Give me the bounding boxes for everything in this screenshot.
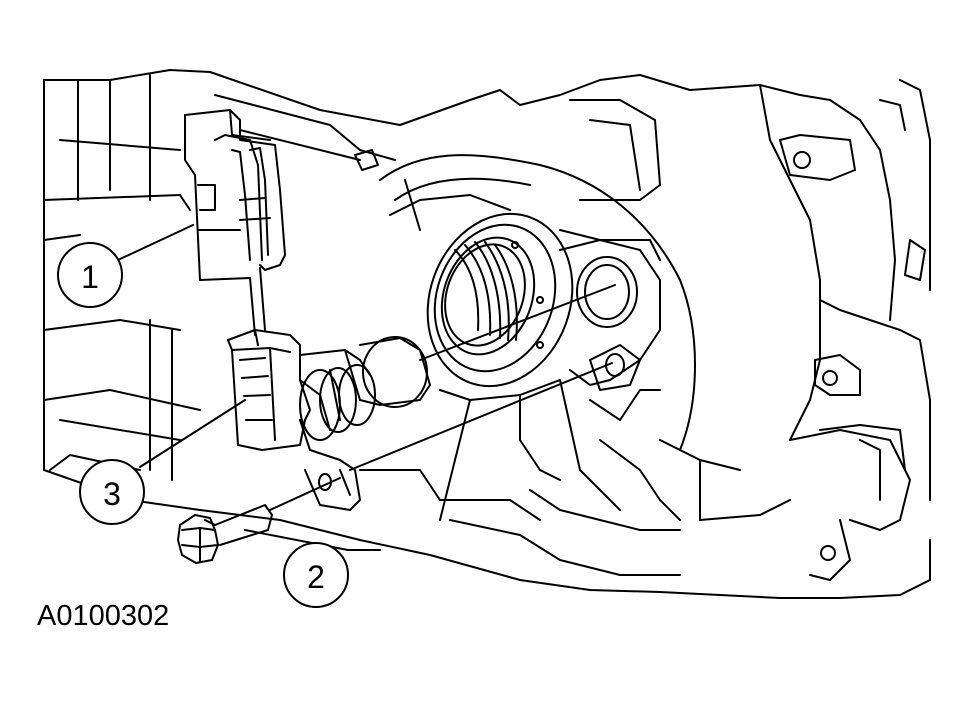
sensor-mounting-boss (559, 239, 661, 391)
callout-2: 2 (283, 542, 349, 608)
mounting-bolt (177, 504, 273, 564)
callout-1: 1 (57, 242, 123, 308)
speed-sensor (299, 336, 431, 511)
callout-number-1: 1 (81, 259, 99, 295)
electrical-connector (184, 109, 286, 336)
callout-number-3: 3 (103, 476, 121, 512)
callout-number-2: 2 (307, 559, 325, 595)
callout-leaders (117, 224, 381, 551)
transmission-housing (43, 69, 931, 599)
input-shaft-seal (426, 212, 574, 388)
callout-3: 3 (79, 459, 145, 525)
alignment-lines (269, 284, 616, 511)
figure-id-label: A0100302 (37, 600, 170, 632)
sensor-connector (227, 329, 311, 451)
